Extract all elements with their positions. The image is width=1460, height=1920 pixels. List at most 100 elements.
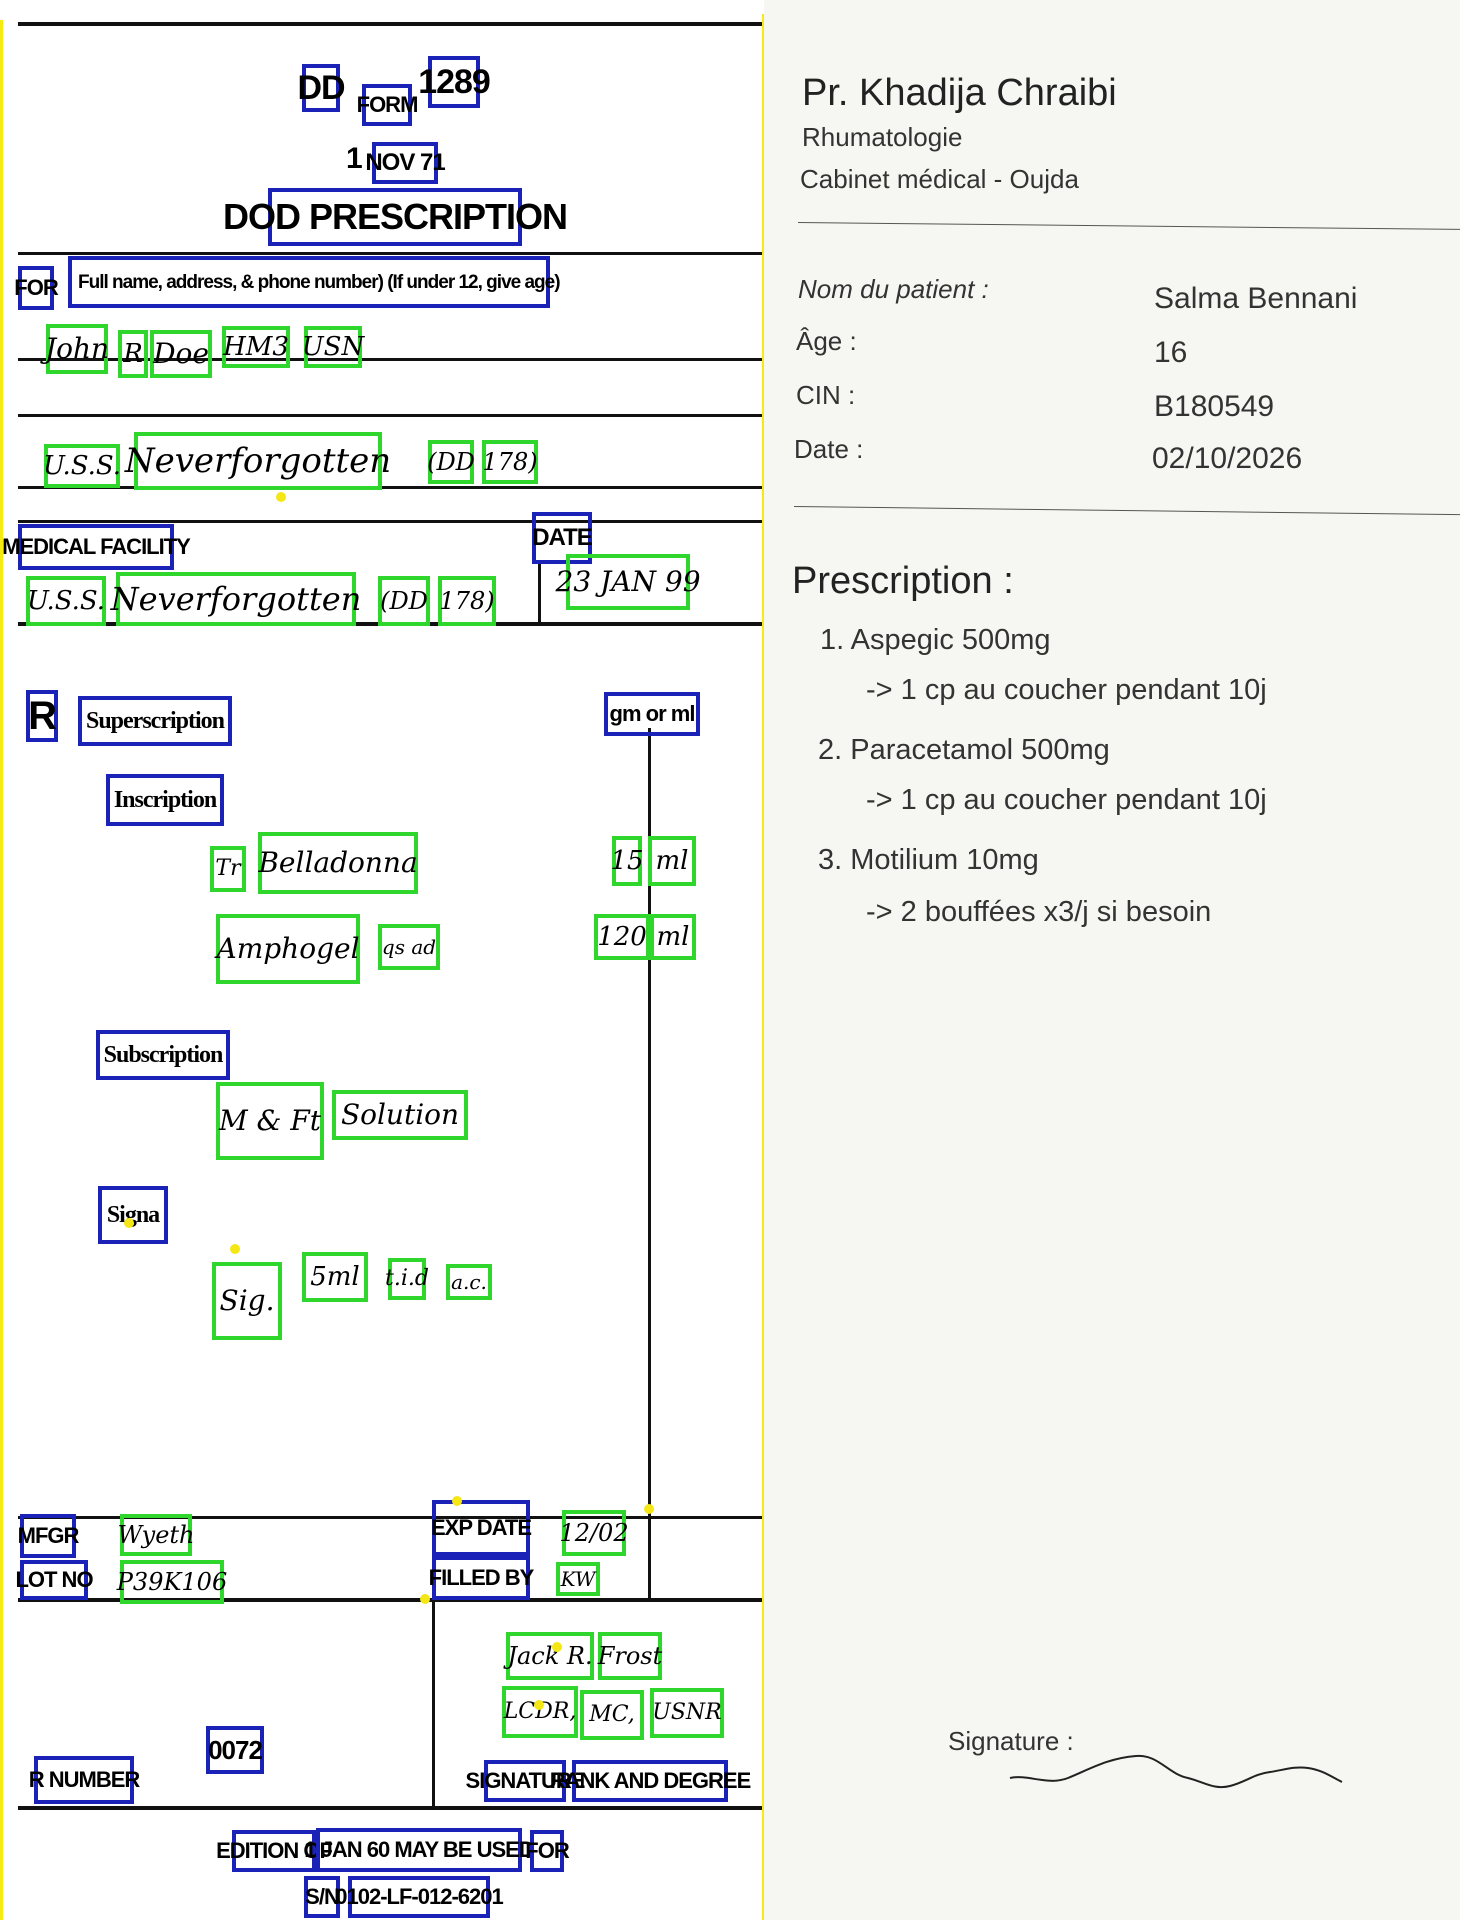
address-word: 178) [482, 440, 538, 484]
signature-label: SIGNATURE [466, 1760, 585, 1802]
ingredient-word: Tr [210, 846, 246, 892]
patient-name-label: Nom du patient : [798, 274, 989, 304]
rx-item-name: 1. Aspegic 500mg [820, 624, 1051, 656]
rx-item-name: 3. Motilium 10mg [818, 844, 1039, 876]
sn-label: S/N [304, 1876, 340, 1918]
signer-word: Jack R. [506, 1632, 594, 1680]
form-number: 1289 [418, 56, 491, 108]
filled-by-label: FILLED BY [429, 1556, 534, 1600]
form-date: NOV 71 [365, 142, 446, 184]
rx-item-name: 2. Paracetamol 500mg [818, 734, 1110, 766]
annotation-dot [452, 1496, 462, 1506]
patient-name-value: Salma Bennani [1154, 282, 1358, 315]
dd-label: DD [297, 64, 346, 112]
for-hint: Full name, address, & phone number) (If … [68, 256, 561, 308]
signer-word: Frost [598, 1632, 662, 1680]
edition-label: EDITION OF [216, 1830, 333, 1872]
unit-header: gm or ml [604, 692, 700, 736]
address-word: (DD [427, 440, 475, 484]
annotation-dot [230, 1244, 240, 1254]
lot-value: P39K106 [117, 1560, 227, 1604]
ingredient-word: qs ad [378, 924, 440, 970]
clinic-name: Cabinet médical - Oujda [800, 164, 1079, 194]
date-value: 23 JAN 99 [556, 554, 701, 610]
rule [18, 1806, 762, 1810]
patient-word: R [118, 330, 148, 378]
patient-word: Doe [150, 330, 212, 378]
divider-line [797, 222, 1460, 230]
ingredient-word: Belladonna [258, 832, 418, 894]
mfgr-value: Wyeth [118, 1514, 195, 1556]
signer-rank-word: USNR [650, 1688, 724, 1738]
superscription-label: Superscription [78, 696, 232, 746]
form-date-prefix: 1 [346, 142, 363, 175]
facility-word: 178) [438, 576, 496, 626]
rule [18, 22, 774, 26]
signer-rank-word: LCDR, [502, 1686, 578, 1738]
rank-degree-label: RANK AND DEGREE [550, 1760, 751, 1802]
signature-field-label: Signature : [948, 1726, 1074, 1756]
ingredient-word: Amphogel [216, 914, 360, 984]
rule [538, 562, 541, 624]
rule [18, 414, 762, 417]
exp-date-label: EXP DATE [431, 1500, 532, 1556]
rx-item-dose: -> 1 cp au coucher pendant 10j [866, 674, 1267, 706]
date-field-label: Date : [794, 434, 864, 464]
facility-word: Neverforgotten [111, 572, 361, 626]
address-word: U.S.S. [43, 444, 121, 488]
ingredient-amount: 120 [594, 914, 650, 960]
rule [18, 486, 762, 489]
inscription-label: Inscription [106, 774, 224, 826]
rule [432, 1600, 435, 1808]
edition-text: 1 JAN 60 MAY BE USED [304, 1828, 535, 1872]
signer-rank-word: MC, [580, 1690, 644, 1740]
ingredient-unit: ml [648, 836, 696, 886]
signa-word: t.i.d [385, 1258, 429, 1300]
cin-label: CIN : [796, 380, 856, 410]
address-word: Neverforgotten [125, 432, 391, 490]
age-label: Âge : [796, 326, 857, 356]
signa-word: a.c. [446, 1264, 492, 1300]
divider-line [793, 506, 1460, 516]
doctor-name: Pr. Khadija Chraibi [802, 72, 1117, 114]
facility-word: (DD [378, 576, 430, 626]
form-title: DOD PRESCRIPTION [223, 188, 568, 246]
filled-by-value: KW [556, 1562, 600, 1596]
for-label: FOR [14, 266, 59, 310]
edition-for: FOR [525, 1830, 570, 1872]
doctor-specialty: Rhumatologie [802, 122, 963, 152]
annotation-dot [276, 492, 286, 502]
subscription-label: Subscription [96, 1030, 230, 1080]
rule [18, 358, 762, 361]
subscription-word: Solution [332, 1090, 468, 1140]
annotation-dot [124, 1218, 134, 1228]
exp-date-value: 12/02 [559, 1510, 629, 1556]
scanned-form: DD FORM 1289 1 NOV 71 DOD PRESCRIPTION F… [0, 20, 774, 1920]
left-edge-line [0, 20, 3, 1920]
signa-word: 5ml [302, 1252, 368, 1302]
age-value: 16 [1154, 336, 1188, 369]
rule [18, 252, 762, 255]
patient-word: HM3 [222, 326, 290, 368]
patient-word: USN [302, 326, 364, 368]
rule [18, 520, 762, 523]
lot-label: LOT NO [15, 1560, 94, 1600]
mfgr-label: MFGR [18, 1514, 79, 1558]
signa-word: Sig. [212, 1262, 282, 1340]
rx-item-dose: -> 2 bouffées x3/j si besoin [866, 896, 1212, 928]
rule [648, 728, 651, 1600]
rule [18, 1516, 762, 1519]
subscription-word: M & Ft [216, 1082, 324, 1160]
date-label: DATE [532, 512, 593, 564]
form-label: FORM [357, 84, 418, 126]
patient-word: John [45, 324, 109, 374]
annotation-dot [552, 1642, 562, 1652]
rx-number-label: R NUMBER [29, 1756, 140, 1804]
rx-item-dose: -> 1 cp au coucher pendant 10j [866, 784, 1267, 816]
medical-facility-label: MEDICAL FACILITY [2, 524, 191, 570]
rx-symbol: R [26, 690, 58, 742]
ingredient-amount: 15 [610, 836, 644, 886]
annotation-dot [534, 1700, 544, 1710]
annotation-dot [420, 1594, 430, 1604]
prescription-panel: Pr. Khadija Chraibi Rhumatologie Cabinet… [764, 0, 1460, 1920]
